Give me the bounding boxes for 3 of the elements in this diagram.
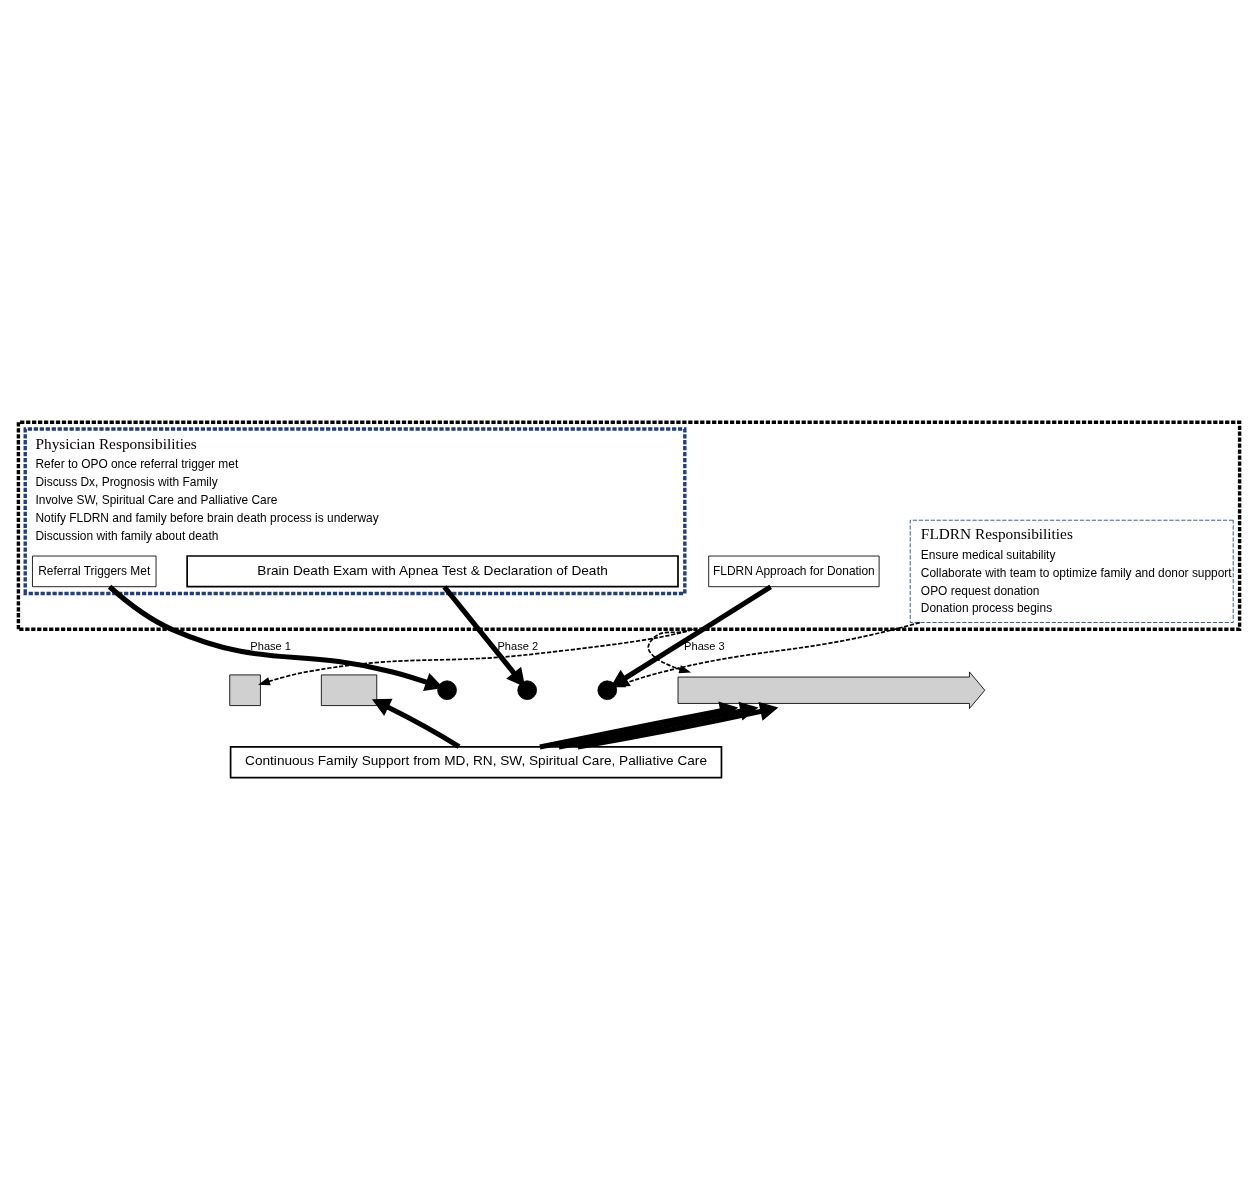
edge-label: Phase 3 [684,639,725,652]
edge-label: Phase 2 [497,639,539,652]
edge-label: Phase 1 [250,639,291,652]
